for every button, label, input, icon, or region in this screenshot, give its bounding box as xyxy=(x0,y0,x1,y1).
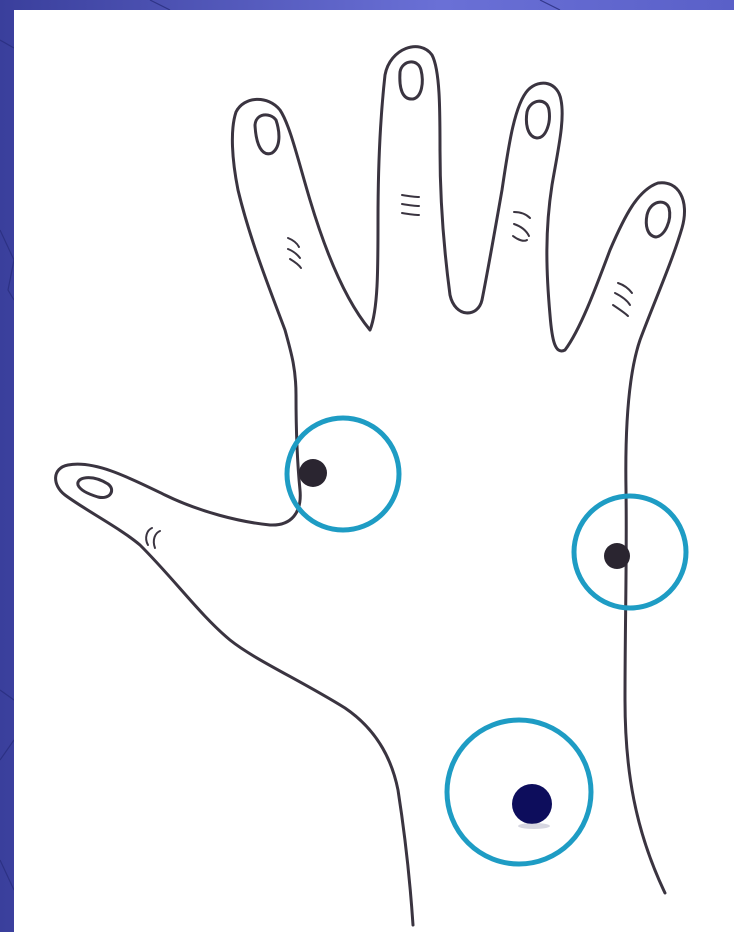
index-knuckle-creases xyxy=(288,238,301,268)
marker-dot-wrist-shadow xyxy=(518,823,550,829)
index-nail xyxy=(255,115,279,154)
middle-nail xyxy=(400,62,422,99)
thumb-knuckle-crease xyxy=(146,528,160,548)
thumb-nail xyxy=(78,478,112,498)
marker-dot-palm-ulnar-edge xyxy=(604,543,630,569)
ring-nail xyxy=(526,101,549,138)
middle-knuckle-creases xyxy=(402,195,419,215)
marker-dot-wrist-center xyxy=(512,784,552,824)
highlight-ring-palm-ulnar-edge xyxy=(574,496,686,608)
marker-dot-thumb-index-web xyxy=(299,459,327,487)
ring-knuckle-creases xyxy=(513,212,530,241)
pinky-nail xyxy=(646,202,669,237)
pinky-knuckle-creases xyxy=(613,283,632,316)
